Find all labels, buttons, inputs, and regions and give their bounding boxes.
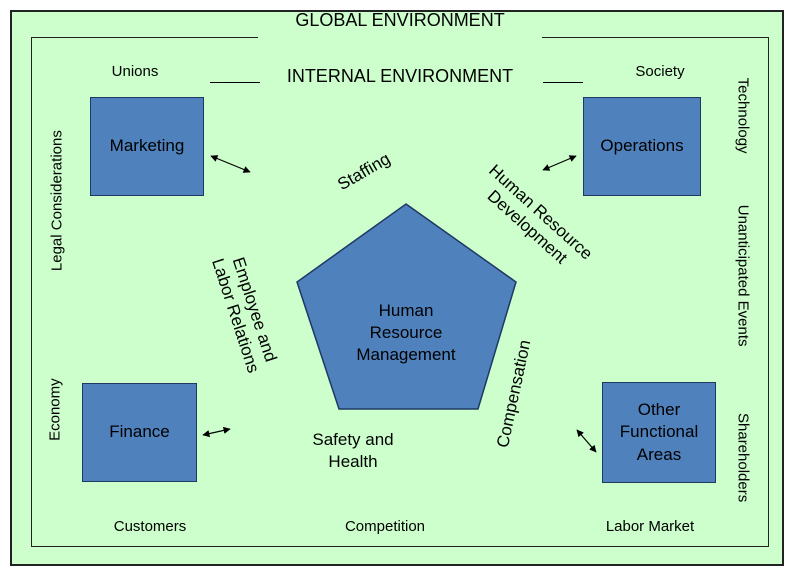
hr-function-safety-health: Safety and Health: [293, 429, 413, 473]
internal-environment-title: INTERNAL ENVIRONMENT: [286, 66, 514, 86]
box-other-line2: Functional: [619, 422, 699, 442]
safety-line2: Health: [328, 452, 378, 471]
box-other-line3: Areas: [636, 444, 682, 464]
box-operations-label: Operations: [600, 136, 684, 156]
box-finance-label: Finance: [109, 422, 170, 442]
box-other-line1: Other: [637, 400, 681, 420]
factor-society: Society: [635, 63, 685, 80]
internal-title-rule-right: [543, 82, 583, 83]
box-marketing: Marketing: [90, 97, 204, 196]
safety-line1: Safety and: [312, 430, 394, 449]
box-marketing-label: Marketing: [109, 136, 185, 156]
hrm-label-line2: Resource: [369, 323, 443, 342]
box-operations: Operations: [583, 97, 701, 196]
factor-unions: Unions: [111, 63, 159, 80]
hrm-label-line3: Management: [356, 345, 456, 364]
hrm-center-label: Human Resource Management: [340, 300, 472, 366]
arrow-operations: [542, 155, 577, 171]
hrm-pentagon: [296, 203, 517, 410]
factor-labor-market: Labor Market: [605, 518, 695, 535]
arrow-marketing: [210, 155, 251, 173]
internal-title-rule-left: [210, 82, 260, 83]
factor-competition: Competition: [344, 518, 426, 535]
arrow-other-areas: [576, 429, 597, 453]
global-environment-title: GLOBAL ENVIRONMENT: [295, 10, 505, 30]
factor-customers: Customers: [113, 518, 187, 535]
hrm-label-line1: Human: [378, 301, 434, 320]
internal-title-gap: [245, 60, 590, 90]
global-title-gap: [258, 30, 542, 46]
arrow-finance: [202, 426, 231, 438]
box-other-functional-areas: Other Functional Areas: [602, 382, 716, 483]
box-finance: Finance: [82, 383, 197, 482]
